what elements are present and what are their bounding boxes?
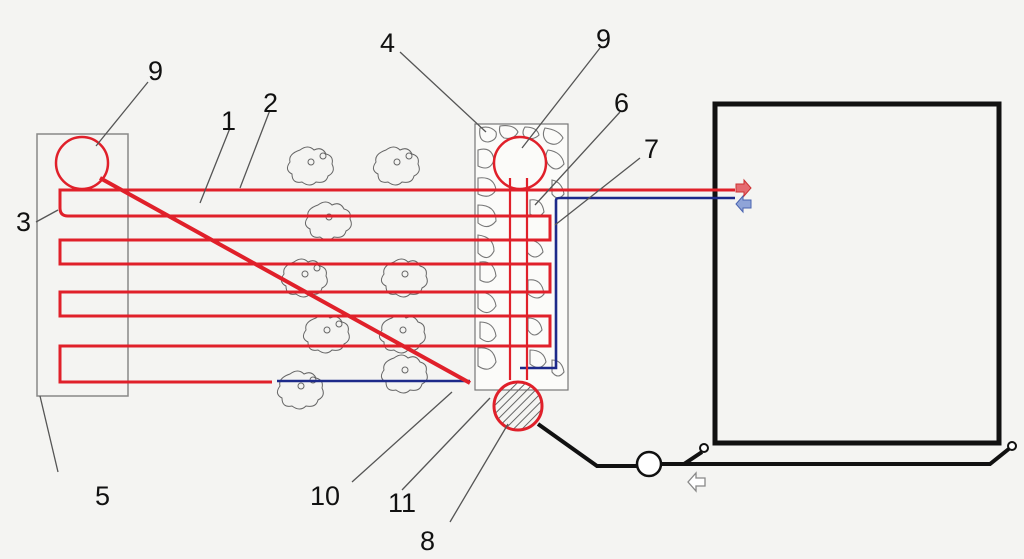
label-11: 11 [388,488,416,518]
label-3: 3 [16,207,31,237]
drain-pipe-continued [661,446,1012,466]
pipe-end-right [1007,441,1017,451]
label-7: 7 [644,134,659,164]
well-circle-left [54,135,110,191]
label-9-left: 9 [148,56,163,86]
drain-pipe [536,422,638,468]
label-6: 6 [614,88,629,118]
return-arrow-icon [735,194,752,214]
well-circle-right [492,135,548,191]
return-pipe [277,196,735,383]
label-10: 10 [310,481,340,511]
pipe-end-left [699,443,709,453]
inflow-arrow-icon [687,471,706,493]
diagonal-pipe [99,176,471,385]
supply-arrow-icon [735,178,752,198]
label-1: 1 [221,106,236,136]
pump-icon [635,450,663,478]
collector-tank [492,380,544,432]
heating-serpentine-pipe [58,188,735,384]
riser-pipes [508,178,529,380]
shrub-icons [276,146,428,410]
label-8: 8 [420,526,435,556]
label-9-right: 9 [596,24,611,54]
building-outline [712,101,1002,446]
label-4: 4 [380,28,395,58]
label-5: 5 [95,481,110,511]
label-2: 2 [263,88,278,118]
gravel-column [474,123,569,391]
